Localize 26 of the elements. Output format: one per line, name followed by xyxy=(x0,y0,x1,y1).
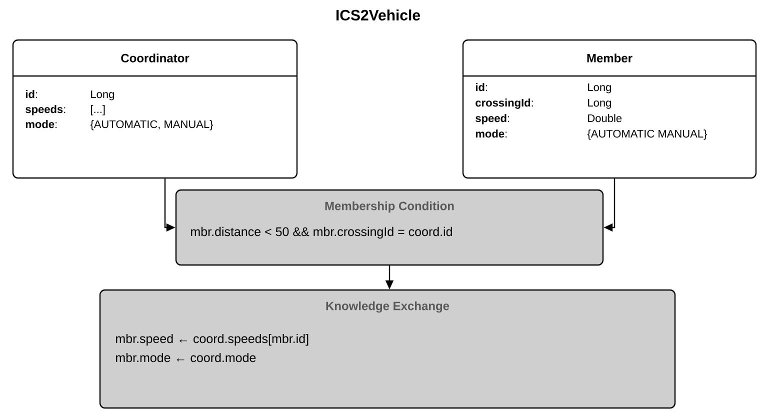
attribute-type: {AUTOMATIC, MANUAL} xyxy=(90,120,214,130)
attribute-type: Long xyxy=(588,98,611,109)
expression: mbr.distance < 50 && mbr.crossingId = coord.id xyxy=(191,226,452,239)
attribute-name: mode: xyxy=(476,130,507,138)
attribute-type: Double xyxy=(588,114,622,122)
class-box xyxy=(462,39,757,179)
class-box xyxy=(12,39,298,179)
attribute-type: {AUTOMATIC MANUAL} xyxy=(587,130,707,140)
attribute-name: mode: xyxy=(26,120,57,128)
attribute-type: Long xyxy=(91,90,114,100)
title: ICS2Vehicle xyxy=(336,10,420,20)
box-heading: Knowledge Exchange xyxy=(326,301,450,313)
attribute-name: id: xyxy=(26,90,38,98)
process-box xyxy=(175,189,604,266)
class-name: Coordinator xyxy=(121,54,190,62)
expression: mbr.speed ← coord.speeds[mbr.id] xyxy=(116,334,308,346)
attribute-name: speed: xyxy=(476,114,510,124)
class-name: Member xyxy=(587,54,632,62)
attribute-name: speeds: xyxy=(26,105,66,116)
expression: mbr.mode ← coord.mode xyxy=(116,352,256,362)
process-box xyxy=(99,289,676,409)
attribute-type: [...] xyxy=(90,105,105,116)
attribute-name: id: xyxy=(476,83,488,92)
attribute-type: Long xyxy=(588,83,611,94)
box-heading: Membership Condition xyxy=(325,201,454,213)
attribute-name: crossingId: xyxy=(476,98,533,109)
